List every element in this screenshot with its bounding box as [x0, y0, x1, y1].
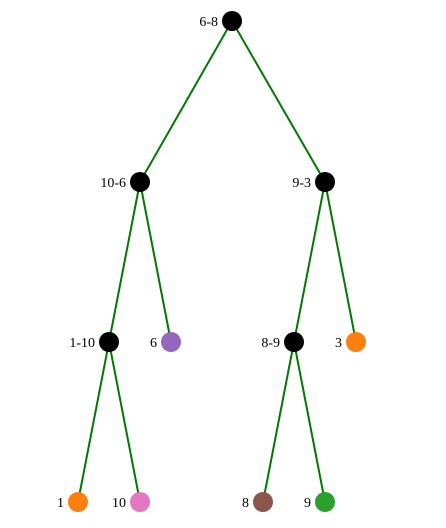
- node-label: 9-3: [292, 176, 311, 191]
- node-label: 10: [112, 496, 126, 511]
- tree-edge: [139, 20, 233, 183]
- tree-edge: [324, 181, 357, 343]
- tree-node: 9: [304, 492, 335, 512]
- tree-edge: [293, 341, 326, 503]
- tree-edge: [262, 341, 295, 503]
- node-marker: [130, 172, 150, 192]
- tree-node: 6-8: [199, 11, 242, 31]
- node-marker: [315, 492, 335, 512]
- node-marker: [284, 332, 304, 352]
- tree-node: 6: [150, 332, 181, 352]
- node-marker: [161, 332, 181, 352]
- tree-edges: [77, 20, 357, 503]
- tree-node: 1: [57, 492, 88, 512]
- node-label: 3: [335, 336, 342, 351]
- tree-edge: [108, 181, 141, 343]
- tree-node: 1-10: [69, 332, 119, 352]
- tree-node: 9-3: [292, 172, 335, 192]
- tree-node: 3: [335, 332, 366, 352]
- node-label: 6-8: [199, 15, 218, 30]
- tree-node: 10: [112, 492, 150, 512]
- node-label: 1: [57, 496, 64, 511]
- node-marker: [315, 172, 335, 192]
- node-marker: [99, 332, 119, 352]
- tree-edge: [77, 341, 110, 503]
- node-marker: [253, 492, 273, 512]
- tree-nodes: 6-8 10-6 9-3 1-10 6 8-9 3 1 10 8 9: [57, 11, 366, 512]
- node-marker: [130, 492, 150, 512]
- node-label: 9: [304, 496, 311, 511]
- node-label: 6: [150, 336, 157, 351]
- tree-node: 8-9: [261, 332, 304, 352]
- tree-edge: [293, 181, 326, 343]
- tree-edge: [108, 341, 141, 503]
- tree-edge: [139, 181, 172, 343]
- node-marker: [222, 11, 242, 31]
- node-label: 1-10: [69, 336, 95, 351]
- tree-node: 8: [242, 492, 273, 512]
- node-label: 8-9: [261, 336, 280, 351]
- node-marker: [346, 332, 366, 352]
- tree-edge: [231, 20, 326, 183]
- node-label: 10-6: [100, 176, 126, 191]
- node-marker: [68, 492, 88, 512]
- node-label: 8: [242, 496, 249, 511]
- tree-node: 10-6: [100, 172, 150, 192]
